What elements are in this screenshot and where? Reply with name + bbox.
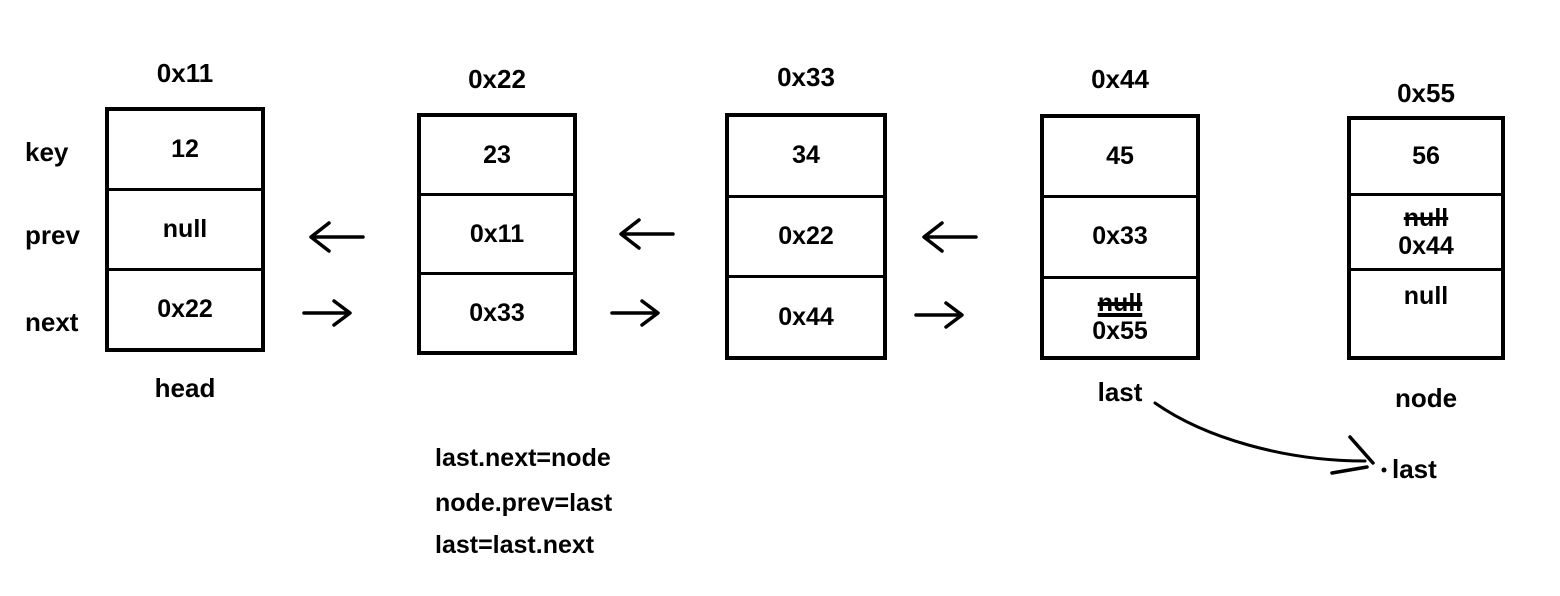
node-box-0x55: 56 null 0x44 null [1347, 116, 1505, 360]
node-box-0x22: 23 0x11 0x33 [417, 113, 577, 355]
key-cell: 12 [171, 135, 199, 163]
next-cell: 0x22 [109, 268, 261, 348]
prev-cell: 0x33 [1044, 195, 1196, 275]
node-address: 0x33 [777, 62, 835, 92]
pointer-label-last: last [1097, 377, 1143, 407]
node-box-0x44: 45 0x33 null 0x55 [1040, 114, 1200, 360]
next-cell: null 0x55 [1044, 275, 1196, 356]
field-label-key: key [25, 137, 69, 167]
key-cell: 45 [1106, 142, 1134, 171]
next-pointer-arrow-icon [610, 299, 660, 327]
pointer-label-head: head [154, 373, 216, 403]
prev-pointer-arrow-icon [619, 218, 675, 250]
next-old-value-crossed-out: null [1097, 289, 1143, 318]
node-address: 0x44 [1091, 64, 1149, 94]
prev-cell: 0x22 [729, 194, 883, 276]
key-cell: 56 [1412, 141, 1440, 170]
prev-pointer-arrow-icon [922, 221, 978, 253]
equation-line: last=last.next [435, 531, 595, 559]
key-cell: 23 [483, 140, 511, 169]
prev-cell: null [109, 188, 261, 268]
node-box-0x33: 34 0x22 0x44 [725, 113, 887, 360]
field-label-next: next [25, 307, 79, 337]
hand-drawn-arrow-icon [1153, 401, 1387, 475]
next-cell: null [1351, 268, 1501, 356]
key-cell: 34 [792, 141, 820, 170]
next-new-value: 0x55 [1092, 317, 1148, 346]
node-address: 0x11 [156, 58, 214, 88]
moved-pointer-label-last: last [1392, 454, 1437, 484]
field-label-prev: prev [25, 220, 80, 250]
prev-cell: 0x11 [421, 193, 573, 272]
next-cell: 0x33 [421, 272, 573, 351]
equation-line: node.prev=last [435, 489, 613, 517]
next-cell: 0x44 [729, 275, 883, 356]
next-pointer-arrow-icon [914, 301, 964, 329]
prev-cell: null 0x44 [1351, 192, 1501, 269]
prev-new-value: 0x44 [1398, 232, 1454, 260]
node-address: 0x55 [1397, 78, 1455, 108]
pointer-label-node: node [1394, 383, 1458, 413]
prev-old-value-crossed-out: null [1403, 204, 1449, 232]
equation-line: last.next=node [435, 444, 611, 472]
prev-pointer-arrow-icon [309, 221, 365, 253]
next-pointer-arrow-icon [302, 299, 352, 327]
node-address: 0x22 [468, 64, 526, 94]
node-box-0x11: 12 null 0x22 [105, 107, 265, 352]
